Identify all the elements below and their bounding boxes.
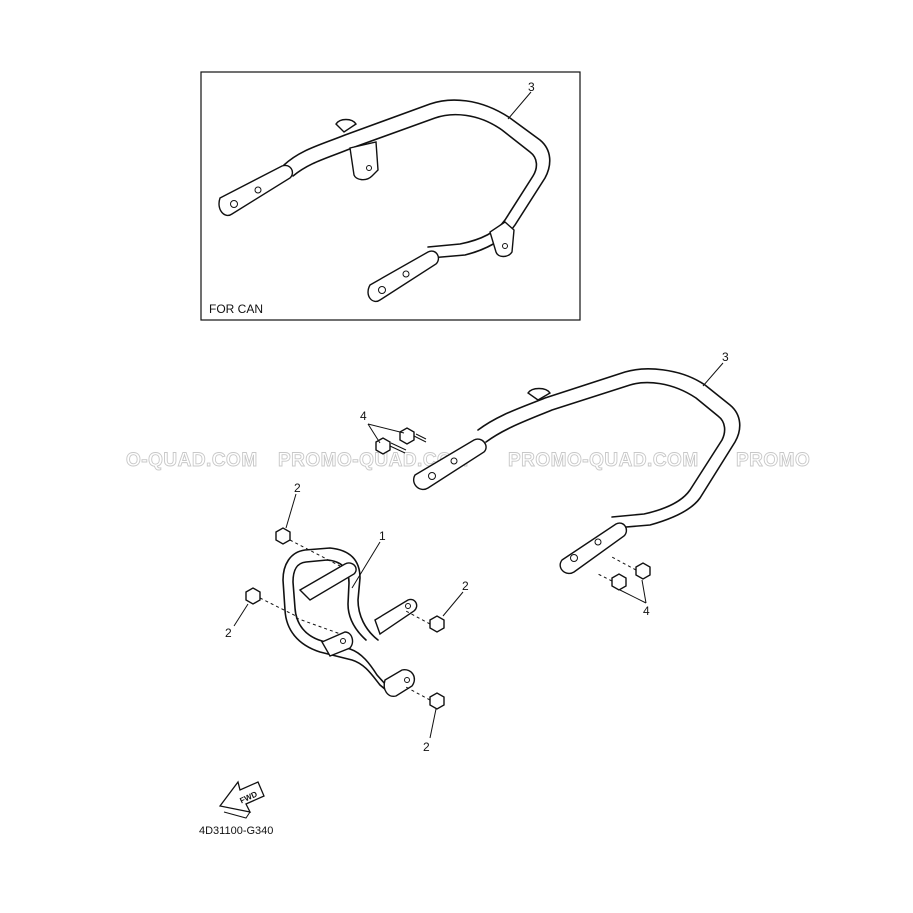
bolt-2-left — [233, 587, 297, 627]
watermark-text-4: PROMO — [736, 450, 810, 471]
watermark: O-QUAD.COM PROMO-QUAD.COM PROMO-QUAD.COM… — [126, 450, 811, 472]
callout-3: 3 — [722, 350, 729, 364]
callout-4-lower: 4 — [643, 604, 650, 618]
callout-2-left: 2 — [225, 626, 232, 640]
bolt-2-right — [403, 591, 464, 633]
callout-1: 1 — [379, 529, 386, 543]
inset-label: FOR CAN — [209, 302, 263, 316]
rear-carrier-part-3-inset — [218, 99, 551, 303]
leader-line-1 — [351, 541, 381, 589]
callout-4-upper: 4 — [360, 409, 367, 423]
guard-part-1 — [282, 547, 418, 697]
bolts-part-4-upper — [367, 423, 427, 455]
inset-for-can: FOR CAN 3 — [200, 71, 581, 321]
fwd-arrow-icon: FWD — [218, 780, 265, 819]
diagram-code: 4D31100-G340 — [199, 825, 273, 837]
bolt-2-bottom — [403, 685, 445, 739]
leader-line-3-inset — [507, 91, 532, 120]
watermark-text-2: PROMO-QUAD.COM — [278, 450, 469, 471]
leader-line-3 — [702, 362, 724, 387]
callout-2-right: 2 — [462, 579, 469, 593]
bolt-4-a — [399, 427, 427, 445]
rear-carrier-part-3 — [413, 368, 741, 575]
bolt-2-top — [275, 493, 341, 567]
callout-3-inset: 3 — [528, 80, 535, 94]
watermark-text-1: O-QUAD.COM — [126, 450, 258, 471]
callout-2-bottom: 2 — [423, 740, 430, 754]
bolt-4-d — [595, 572, 627, 591]
bolts-part-4-lower — [595, 555, 651, 604]
bolt-4-c — [609, 555, 651, 580]
watermark-text-3: PROMO-QUAD.COM — [508, 450, 699, 471]
callout-2-top: 2 — [294, 481, 301, 495]
inset-frame — [200, 71, 581, 321]
